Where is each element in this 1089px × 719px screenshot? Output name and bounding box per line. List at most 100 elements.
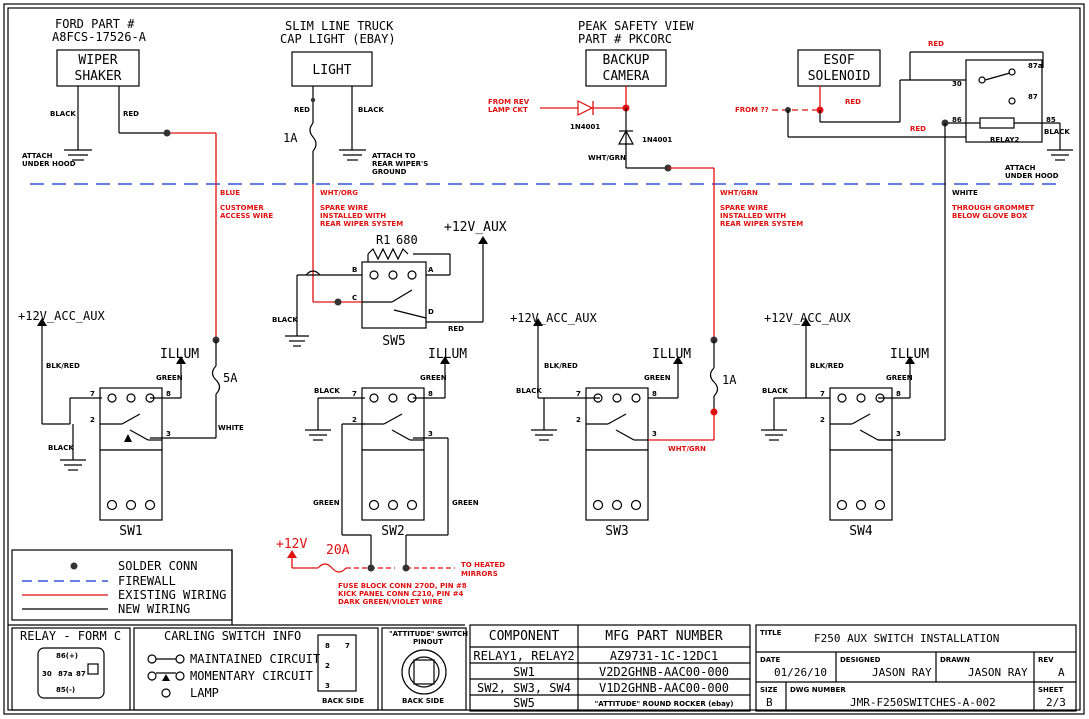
svg-text:BLK/RED: BLK/RED <box>46 362 80 370</box>
title-block: TITLE F250 AUX SWITCH INSTALLATION DATE … <box>755 624 1077 712</box>
svg-text:+12V_AUX: +12V_AUX <box>444 220 507 235</box>
svg-text:COMPONENT: COMPONENT <box>489 629 560 644</box>
svg-text:V2D2GHNB-AAC00-000: V2D2GHNB-AAC00-000 <box>599 665 729 679</box>
esof-solenoid: ESOF SOLENOID FROM ?? RED RED RED 30 87a… <box>735 40 1073 440</box>
svg-text:ILLUM: ILLUM <box>652 347 691 362</box>
svg-text:SW5: SW5 <box>513 696 535 710</box>
svg-text:A: A <box>1058 666 1065 679</box>
svg-text:PEAK SAFETY VIEW: PEAK SAFETY VIEW <box>578 19 694 33</box>
svg-text:87a: 87a <box>1028 62 1043 70</box>
svg-text:RED: RED <box>294 106 310 114</box>
svg-text:FROM REV: FROM REV <box>488 98 530 106</box>
svg-text:TO HEATED: TO HEATED <box>461 561 505 569</box>
svg-text:UNDER HOOD: UNDER HOOD <box>22 160 76 168</box>
svg-text:NEW WIRING: NEW WIRING <box>118 602 190 616</box>
svg-text:BLUE: BLUE <box>220 189 240 197</box>
svg-text:ATTACH: ATTACH <box>22 152 53 160</box>
svg-text:SW1: SW1 <box>513 665 535 679</box>
svg-text:FUSE BLOCK CONN 270D, PIN #8: FUSE BLOCK CONN 270D, PIN #8 <box>338 582 467 590</box>
svg-text:ILLUM: ILLUM <box>428 347 467 362</box>
svg-text:BLK/RED: BLK/RED <box>544 362 578 370</box>
relay-info: RELAY - FORM C 86(+) 30 87a 87 85(-) <box>11 627 131 711</box>
svg-text:RED: RED <box>123 110 139 118</box>
svg-text:7: 7 <box>345 642 350 650</box>
svg-text:"ATTITUDE" ROUND ROCKER (ebay): "ATTITUDE" ROUND ROCKER (ebay) <box>595 700 734 708</box>
svg-text:TITLE: TITLE <box>760 629 782 637</box>
heated-mirrors: +12V 20A TO HEATED MIRRORS FUSE BLOCK CO… <box>276 537 505 606</box>
svg-text:SHEET: SHEET <box>1038 686 1063 694</box>
svg-text:1N4001: 1N4001 <box>570 123 600 131</box>
svg-text:RELAY - FORM C: RELAY - FORM C <box>20 629 121 643</box>
svg-text:B: B <box>352 266 357 274</box>
svg-text:EXISTING WIRING: EXISTING WIRING <box>118 588 226 602</box>
svg-text:87: 87 <box>76 670 86 678</box>
svg-text:87: 87 <box>1028 93 1038 101</box>
svg-text:RED: RED <box>448 325 464 333</box>
svg-text:PINOUT: PINOUT <box>413 638 443 646</box>
svg-text:LAMP: LAMP <box>190 686 219 700</box>
svg-text:SIZE: SIZE <box>760 686 778 694</box>
switch-label: 8 <box>428 390 433 398</box>
svg-text:ATTACH: ATTACH <box>1005 164 1036 172</box>
svg-text:A: A <box>428 266 434 274</box>
sw4-wiring: +12V_ACC_AUX BLK/RED BLACK ILLUM GREEN <box>761 311 945 441</box>
switch-label: 3 <box>896 430 901 438</box>
switch-label: SW1 <box>119 524 142 539</box>
sw3-wiring: +12V_ACC_AUX BLK/RED BLACK ILLUM GREEN 1… <box>510 311 737 453</box>
svg-text:+12V_ACC_AUX: +12V_ACC_AUX <box>764 311 851 325</box>
svg-text:1N4001: 1N4001 <box>642 136 672 144</box>
switch-label: 3 <box>652 430 657 438</box>
sw1-wiring: +12V_ACC_AUX BLK/RED BLACK ILLUM GREEN 5… <box>18 309 244 471</box>
svg-text:SLIM LINE TRUCK: SLIM LINE TRUCK <box>285 19 394 33</box>
svg-text:BLACK: BLACK <box>516 387 542 395</box>
svg-text:BACK SIDE: BACK SIDE <box>322 697 364 705</box>
svg-text:8: 8 <box>325 642 330 650</box>
outer-border <box>3 3 1085 715</box>
legend: SOLDER CONN FIREWALL EXISTING WIRING NEW… <box>11 549 233 625</box>
svg-text:DWG NUMBER: DWG NUMBER <box>790 686 846 694</box>
svg-text:87a: 87a <box>58 670 73 678</box>
svg-text:SOLDER CONN: SOLDER CONN <box>118 559 197 573</box>
svg-text:1A: 1A <box>722 373 737 387</box>
svg-text:2: 2 <box>325 662 330 670</box>
wiper-name-2: SHAKER <box>75 69 122 84</box>
switch-label: 7 <box>90 390 95 398</box>
svg-text:SOLENOID: SOLENOID <box>808 69 871 84</box>
svg-text:ILLUM: ILLUM <box>890 347 929 362</box>
svg-text:REV: REV <box>1038 656 1054 664</box>
switch-label: SW2 <box>381 524 404 539</box>
svg-text:GREEN: GREEN <box>313 499 340 507</box>
svg-text:5A: 5A <box>223 371 238 385</box>
svg-text:JASON RAY: JASON RAY <box>968 666 1028 679</box>
svg-text:85(-): 85(-) <box>56 686 75 694</box>
switch-label: 3 <box>428 430 433 438</box>
wiper-part-label: FORD PART # <box>55 17 135 31</box>
svg-text:20A: 20A <box>326 543 350 558</box>
svg-text:MOMENTARY CIRCUIT: MOMENTARY CIRCUIT <box>190 669 313 683</box>
svg-text:F250 AUX SWITCH INSTALLATION: F250 AUX SWITCH INSTALLATION <box>814 632 999 645</box>
svg-text:BLACK: BLACK <box>358 106 384 114</box>
attitude-pinout: "ATTITUDE" SWITCH PINOUT BACK SIDE <box>381 627 468 711</box>
wiper-box <box>56 49 140 87</box>
svg-text:WHITE: WHITE <box>952 189 978 197</box>
svg-text:GREEN: GREEN <box>452 499 479 507</box>
svg-text:DESIGNED: DESIGNED <box>840 656 881 664</box>
sw2-wiring: BLACK ILLUM GREEN GREEN GREEN <box>305 347 479 568</box>
svg-text:INSTALLED WITH: INSTALLED WITH <box>320 212 386 220</box>
svg-text:CAMERA: CAMERA <box>603 69 650 84</box>
svg-text:86: 86 <box>952 116 962 124</box>
switch-label: 7 <box>576 390 581 398</box>
wiper-part-number: A8FCS-17526-A <box>52 30 147 44</box>
svg-text:V1D2GHNB-AAC00-000: V1D2GHNB-AAC00-000 <box>599 681 729 695</box>
svg-text:3: 3 <box>325 682 330 690</box>
svg-text:2/3: 2/3 <box>1046 696 1066 709</box>
svg-text:FROM ??: FROM ?? <box>735 106 769 114</box>
svg-text:SPARE WIRE: SPARE WIRE <box>320 204 368 212</box>
svg-text:D: D <box>428 308 434 316</box>
svg-text:GREEN: GREEN <box>886 374 913 382</box>
svg-text:86(+): 86(+) <box>56 652 78 660</box>
switch-label: 8 <box>896 390 901 398</box>
svg-text:WHT/GRN: WHT/GRN <box>588 154 626 162</box>
